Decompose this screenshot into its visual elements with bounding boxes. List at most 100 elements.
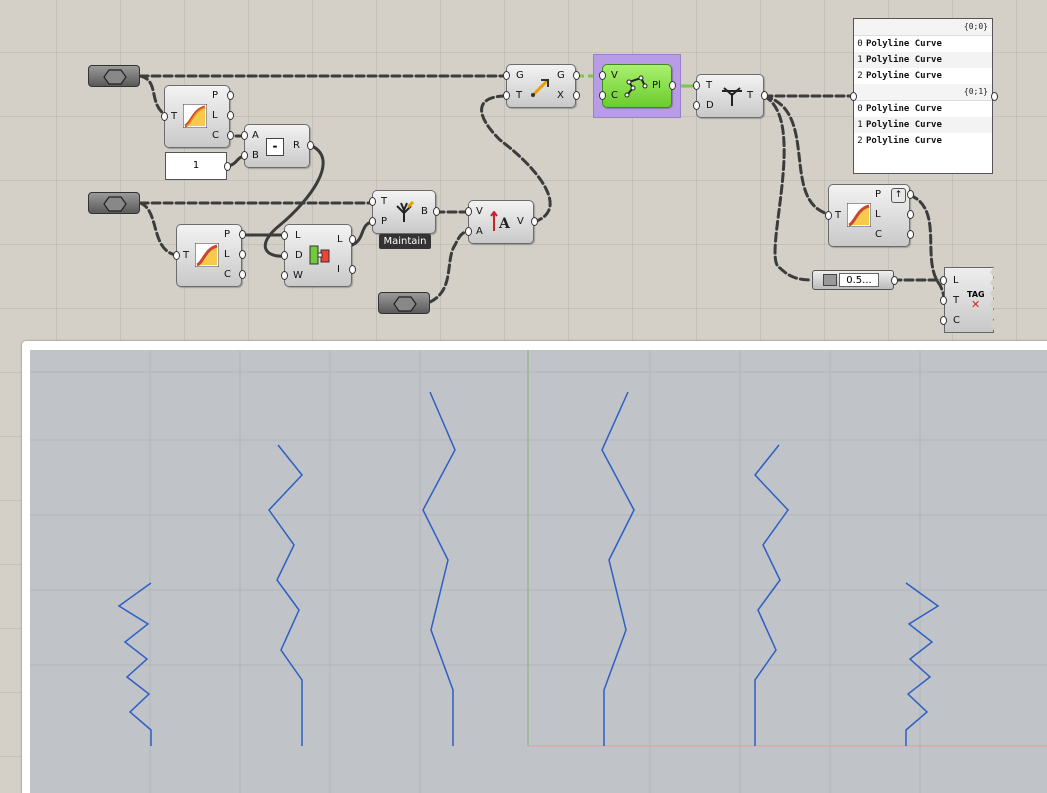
output-grip[interactable]: [433, 207, 440, 216]
tree-icon: [396, 201, 415, 222]
output-grip[interactable]: [761, 91, 768, 100]
port-g: G: [557, 70, 565, 81]
curve-component-c[interactable]: T P L C ↑: [825, 184, 914, 247]
port-l: L: [337, 234, 343, 245]
row-text: Polyline Curve: [866, 136, 942, 146]
wire-subtract-series: [263, 144, 325, 258]
zigzag-curve-3: [422, 391, 456, 746]
geometry-param-3[interactable]: [378, 292, 430, 314]
flip-matrix-component[interactable]: T D T: [693, 74, 768, 118]
error-x-icon: ✕: [971, 298, 981, 311]
port-c: C: [224, 269, 231, 280]
input-grip[interactable]: [693, 101, 700, 110]
output-grip[interactable]: [669, 81, 676, 90]
minus-icon: -: [266, 138, 284, 156]
output-grip[interactable]: [573, 91, 580, 100]
tag-component[interactable]: L T C TAG ✕: [944, 267, 994, 333]
number-slider[interactable]: 0.5...: [812, 270, 898, 290]
input-grip[interactable]: [503, 71, 510, 80]
output-grip[interactable]: [907, 210, 914, 219]
graph-mapper-icon: [183, 104, 207, 128]
port-v: V: [476, 206, 483, 217]
output-grip[interactable]: [239, 270, 246, 279]
rhino-viewport[interactable]: [22, 341, 1047, 793]
geometry-param-1[interactable]: [88, 65, 140, 87]
output-grip[interactable]: [991, 92, 998, 101]
output-grip[interactable]: [349, 235, 356, 244]
port-c: C: [875, 229, 882, 240]
zigzag-curve-6: [905, 582, 940, 746]
port-p: P: [875, 189, 882, 200]
output-grip[interactable]: [307, 141, 314, 150]
input-grip[interactable]: [465, 207, 472, 216]
port-p: P: [224, 229, 231, 240]
input-grip[interactable]: [503, 91, 510, 100]
tree-branch-component[interactable]: T P B: [369, 190, 440, 234]
port-l: L: [953, 275, 959, 286]
input-grip[interactable]: [599, 71, 606, 80]
output-grip[interactable]: [349, 265, 356, 274]
move-component[interactable]: G T G X: [503, 64, 580, 108]
input-grip[interactable]: [281, 271, 288, 280]
input-grip[interactable]: [241, 131, 248, 140]
output-grip[interactable]: [573, 71, 580, 80]
wire-hex2-curveb: [138, 201, 178, 257]
output-grip[interactable]: [907, 230, 914, 239]
series-component[interactable]: L D W L I: [281, 224, 356, 287]
geometry-param-2[interactable]: [88, 192, 140, 214]
input-grip[interactable]: [465, 227, 472, 236]
port-v: V: [611, 70, 618, 81]
curve-component-b[interactable]: T P L C: [173, 224, 246, 287]
port-g: G: [516, 70, 524, 81]
output-grip[interactable]: [891, 276, 898, 285]
amplitude-component[interactable]: V A A V: [465, 200, 538, 244]
port-t: T: [381, 196, 388, 207]
output-grip[interactable]: [227, 91, 234, 100]
port-t: T: [183, 250, 190, 261]
output-grip[interactable]: [227, 131, 234, 140]
number-panel[interactable]: 1: [165, 152, 231, 180]
input-grip[interactable]: [173, 251, 180, 260]
move-icon: [531, 79, 549, 97]
input-grip[interactable]: [369, 217, 376, 226]
input-grip[interactable]: [825, 211, 832, 220]
output-grip[interactable]: [227, 111, 234, 120]
input-grip[interactable]: [241, 151, 248, 160]
input-grip[interactable]: [693, 81, 700, 90]
input-grip[interactable]: [940, 316, 947, 325]
curve-component-a[interactable]: T P L C: [161, 85, 234, 148]
row-index: 0: [857, 104, 863, 114]
port-t: T: [953, 295, 960, 306]
port-b: B: [252, 150, 259, 161]
input-grip[interactable]: [369, 197, 376, 206]
input-grip[interactable]: [281, 251, 288, 260]
output-grip[interactable]: [907, 190, 914, 199]
upload-icon[interactable]: ↑: [891, 188, 906, 203]
input-grip[interactable]: [599, 91, 606, 100]
maintain-tooltip: Maintain: [379, 234, 431, 249]
port-a: A: [476, 226, 483, 237]
port-t: T: [835, 210, 842, 221]
slider-handle[interactable]: [823, 274, 837, 286]
input-grip[interactable]: [281, 231, 288, 240]
input-grip[interactable]: [850, 92, 857, 101]
port-l: L: [212, 110, 218, 121]
port-d: D: [706, 100, 714, 111]
row-text: Polyline Curve: [866, 39, 942, 49]
polyline-component[interactable]: V C Pl: [599, 64, 676, 108]
viewport-area[interactable]: [30, 350, 1047, 793]
output-grip[interactable]: [224, 162, 231, 171]
output-grip[interactable]: [239, 250, 246, 259]
input-grip[interactable]: [940, 296, 947, 305]
input-grip[interactable]: [940, 276, 947, 285]
tag-label: TAG: [967, 290, 985, 299]
port-l: L: [224, 249, 230, 260]
output-grip[interactable]: [239, 230, 246, 239]
subtract-component[interactable]: A B - R: [241, 124, 314, 168]
row-text: Polyline Curve: [866, 104, 942, 114]
input-grip[interactable]: [161, 112, 168, 121]
output-grip[interactable]: [531, 217, 538, 226]
